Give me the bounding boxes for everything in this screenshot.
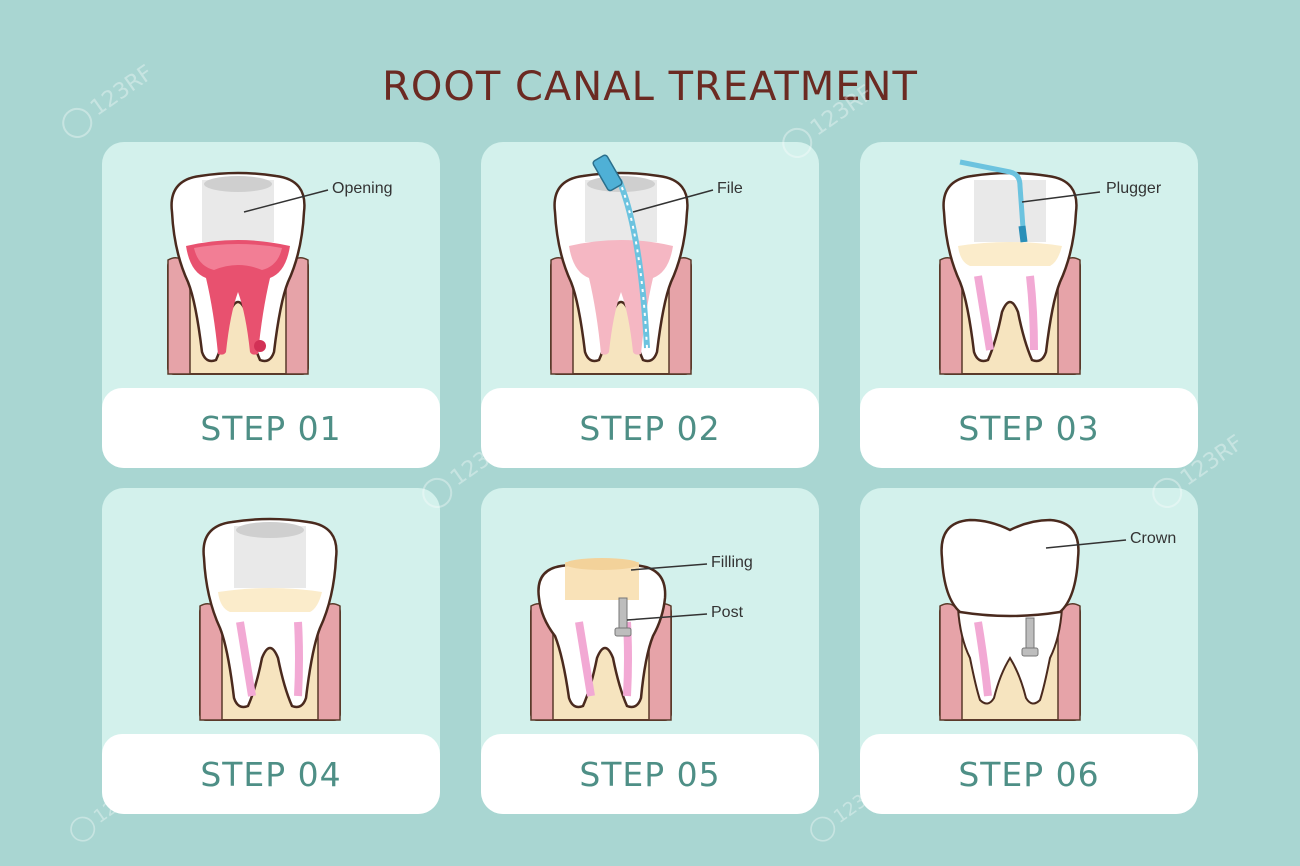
step-label-01: STEP 01	[102, 388, 440, 468]
callout-file: File	[717, 180, 743, 197]
step-card-05: Filling Post STEP 05	[481, 488, 819, 814]
step-label-05: STEP 05	[481, 734, 819, 814]
step-label-06: STEP 06	[860, 734, 1198, 814]
watermark-logo: 123RF	[1152, 431, 1248, 508]
watermark-logo: 123RF	[810, 777, 890, 842]
watermark-logo: 123RF	[782, 81, 878, 158]
svg-text:123RF: 123RF	[90, 777, 150, 828]
svg-text:123RF: 123RF	[446, 431, 518, 492]
svg-text:123RF: 123RF	[1176, 431, 1248, 492]
watermark-logo: 123RF	[422, 431, 518, 508]
tooth-crown-illustration	[939, 518, 1127, 721]
step-card-01: Opening STEP 01	[102, 142, 440, 468]
step-label-02: STEP 02	[481, 388, 819, 468]
step-label-03: STEP 03	[860, 388, 1198, 468]
watermark-logo: 123RF	[70, 777, 150, 842]
callout-filling: Filling	[711, 554, 753, 571]
tooth-filling-post-illustration	[530, 558, 708, 721]
page-title: ROOT CANAL TREATMENT	[382, 64, 918, 110]
tooth-file-illustration	[550, 154, 714, 375]
callout-crown: Crown	[1130, 530, 1177, 547]
step-card-04: STEP 04	[102, 488, 440, 814]
step-card-06: Crown STEP 06	[860, 488, 1198, 814]
step-card-02: File STEP 02	[481, 142, 819, 468]
step-card-03: Plugger STEP 03	[860, 142, 1198, 468]
svg-text:123RF: 123RF	[830, 777, 890, 828]
tooth-inflamed-pulp-illustration	[167, 171, 329, 375]
tooth-plugger-illustration	[939, 159, 1101, 375]
svg-text:123RF: 123RF	[806, 81, 878, 142]
callout-opening: Opening	[332, 180, 393, 197]
watermark-logo: 123RF	[62, 61, 158, 138]
svg-text:123RF: 123RF	[86, 61, 158, 122]
tooth-filled-canals-illustration	[199, 517, 341, 721]
step-label-04: STEP 04	[102, 734, 440, 814]
callout-plugger: Plugger	[1106, 180, 1162, 197]
callout-post: Post	[711, 604, 744, 621]
